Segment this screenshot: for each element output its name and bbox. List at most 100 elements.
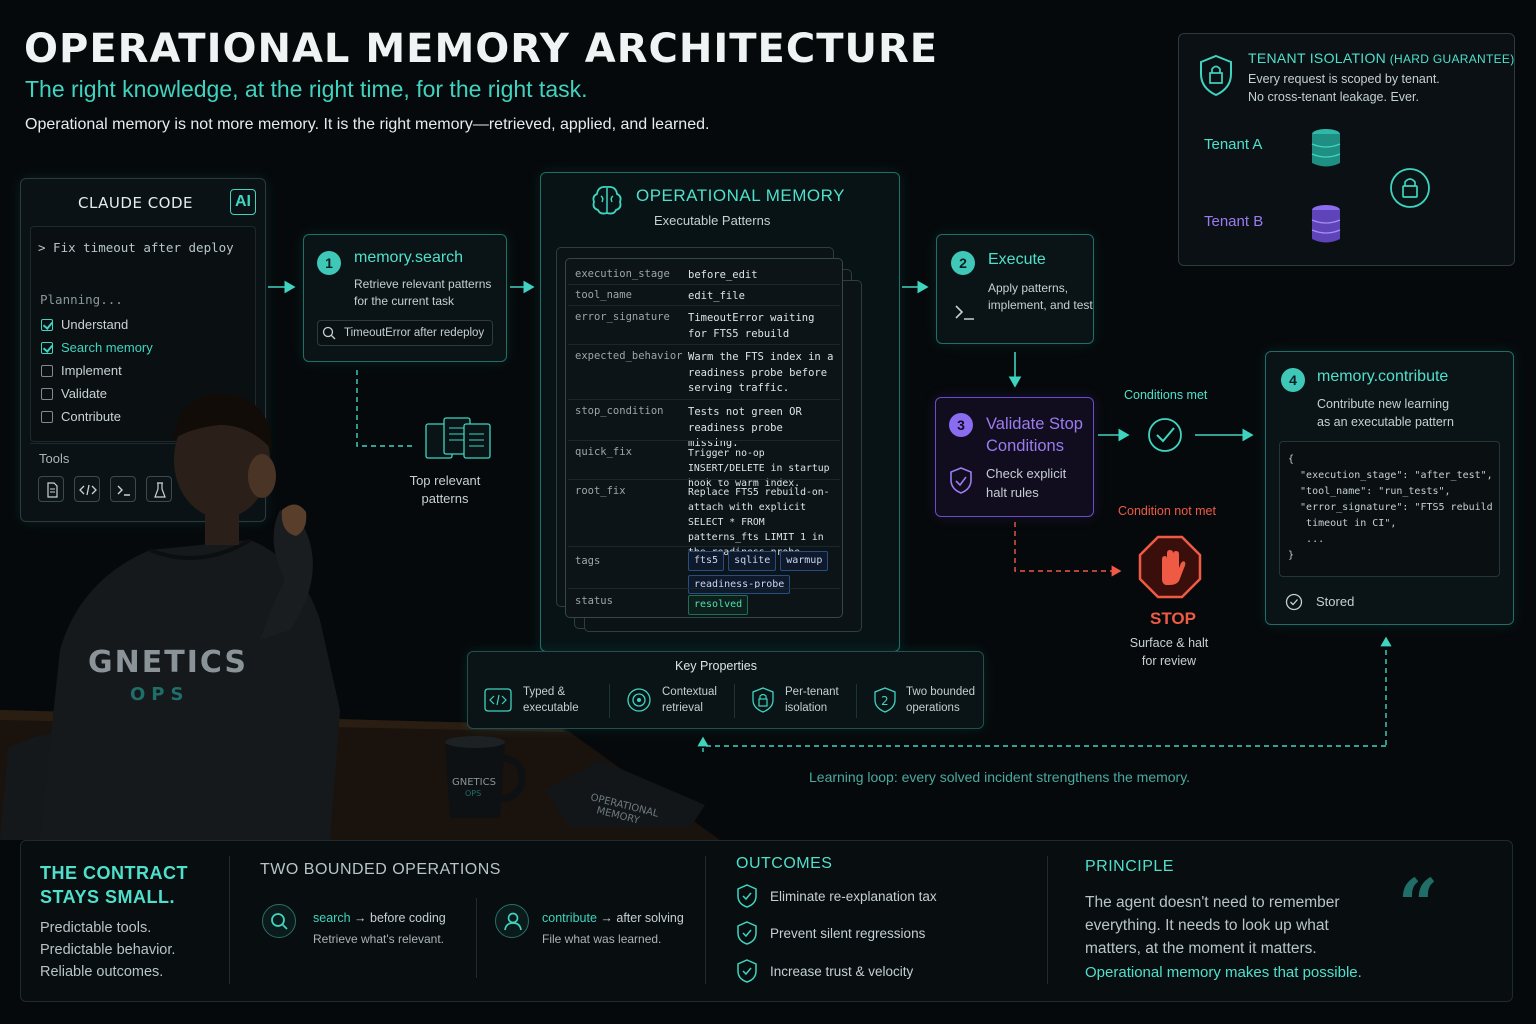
quote-icon: “ [1398,863,1439,946]
outcome-item: Prevent silent regressions [770,926,926,941]
database-icon [1311,129,1341,167]
operational-memory-title: OPERATIONAL MEMORY [636,186,845,205]
op-contribute: contribute → after solving [542,911,684,925]
page-tagline: Operational memory is not more memory. I… [25,116,710,133]
op-search: search → before coding [313,911,446,925]
stored-label: Stored [1316,594,1355,609]
check-circle-icon [1285,593,1303,611]
tools-label: Tools [39,451,70,466]
plan-step-implement: Implement [41,363,122,378]
page-title: OPERATIONAL MEMORY ARCHITECTURE [24,26,939,72]
search-icon [262,904,296,938]
execute-title: Execute [988,251,1046,268]
memory-search-title: memory.search [354,249,464,266]
plan-step-search-memory: Search memory [41,340,153,355]
step-number-3: 3 [949,413,973,437]
outcomes-title: OUTCOMES [736,855,833,872]
hoodie-logo-text: GNETICS [88,645,248,680]
plan-step-understand: Understand [41,317,128,332]
principle-text: The agent doesn't need to remember every… [1085,894,1340,957]
shield-check-icon [737,884,757,908]
lock-shield-icon [1200,54,1232,97]
developer-illustration: GNETICS OPS GNETICS OPS OPERATIONAL MEMO… [0,393,720,840]
planning-status: Planning... [40,292,123,307]
terminal-icon[interactable] [110,476,136,502]
tenant-isolation-desc: Every request is scoped by tenant.No cro… [1248,72,1440,104]
step-number-2: 2 [951,251,975,275]
key-properties-title: Key Properties [675,659,757,673]
code-icon [484,688,512,712]
condition-not-met-label: Condition not met [1118,504,1216,518]
code-icon[interactable] [74,476,100,502]
mug-logo-text: GNETICS [452,777,496,788]
tenant-isolation-panel [1178,33,1515,266]
target-icon [627,688,651,712]
memory-contribute-title: memory.contribute [1317,368,1449,385]
contribute-code-block: { "execution_stage": "after_test", "tool… [1279,441,1500,577]
documents-icon [425,417,491,459]
shield-check-icon [950,467,972,494]
mug-logo-subtext: OPS [465,789,481,798]
two-operations-title: TWO BOUNDED OPERATIONS [260,861,501,878]
conditions-met-label: Conditions met [1124,388,1208,402]
step-number-1: 1 [317,251,341,275]
user-icon [495,904,529,938]
document-icon[interactable] [38,476,64,502]
two-shield-icon: 2 [874,687,896,713]
brain-icon [592,185,622,215]
op-contribute-desc: File what was learned. [542,932,662,946]
lock-icon [1390,168,1430,208]
checked-box-icon [41,318,53,331]
tag-chip[interactable]: sqlite [728,551,777,571]
svg-text:2: 2 [881,694,889,708]
key-property-typed: Typed &executable [523,686,579,714]
unchecked-box-icon [41,410,53,423]
memory-search-input[interactable]: TimeoutError after redeploy [317,320,493,346]
principle-title: PRINCIPLE [1085,858,1174,875]
ai-badge-icon: AI [230,189,256,215]
operational-memory-subtitle: Executable Patterns [654,213,771,228]
tag-chip[interactable]: fts5 [688,551,725,571]
outcome-item: Eliminate re-explanation tax [770,889,937,904]
terminal-icon [955,305,974,320]
tenant-b-label: Tenant B [1204,213,1264,230]
database-icon [1311,205,1341,243]
tenant-isolation-title: TENANT ISOLATION (HARD GUARANTEE) [1248,50,1515,66]
principle-highlight: Operational memory makes that possible. [1085,964,1362,981]
tag-chip[interactable]: readiness-probe [688,574,791,594]
page-subtitle: The right knowledge, at the right time, … [25,76,588,102]
plan-step-validate: Validate [41,386,107,401]
user-prompt: > Fix timeout after deploy [38,240,234,255]
contract-points: Predictable tools.Predictable behavior.R… [40,920,176,980]
checked-box-icon [41,341,53,354]
tenant-a-label: Tenant A [1204,136,1263,153]
tag-chip[interactable]: warmup [780,551,829,571]
op-search-desc: Retrieve what's relevant. [313,932,445,946]
status-badge: resolved [688,595,749,615]
hoodie-logo-subtext: OPS [130,684,189,705]
outcome-item: Increase trust & velocity [770,964,914,979]
learning-loop-caption: Learning loop: every solved incident str… [809,769,1191,785]
plan-step-contribute: Contribute [41,409,121,424]
search-icon [322,326,336,340]
key-properties-panel [467,651,984,729]
flask-icon[interactable] [146,476,172,502]
stop-label: STOP [1150,609,1196,628]
lock-shield-icon [752,687,774,713]
step-number-4: 4 [1281,368,1305,392]
unchecked-box-icon [41,364,53,377]
claude-code-title: CLAUDE CODE [78,194,194,212]
stop-hand-icon [1138,535,1202,599]
shield-check-icon [737,959,757,983]
shield-check-icon [737,921,757,945]
